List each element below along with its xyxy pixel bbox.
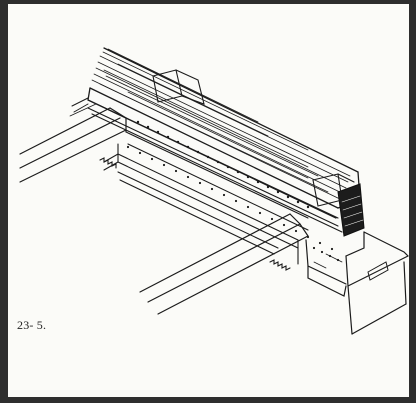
lower-rail [87,99,343,233]
figure-caption: 23- 5. [17,318,47,332]
foundation-bolts [312,246,340,262]
beam-top-hatch [91,48,351,201]
beam-end-rings [341,195,364,227]
wall-plate [103,143,299,265]
cross-member-lower [139,213,309,315]
beam-blocks [152,69,355,207]
foundation-block [305,231,409,335]
construction-sketch [19,47,409,335]
stepped-notch-right [269,259,291,271]
cross-member-upper [19,103,127,183]
beam-end-grain [337,183,365,237]
stepped-notch-left [99,157,117,169]
left-sticks [71,97,89,113]
paper-sheet: 23- 5. [8,4,409,397]
rail-bolts [126,120,334,251]
